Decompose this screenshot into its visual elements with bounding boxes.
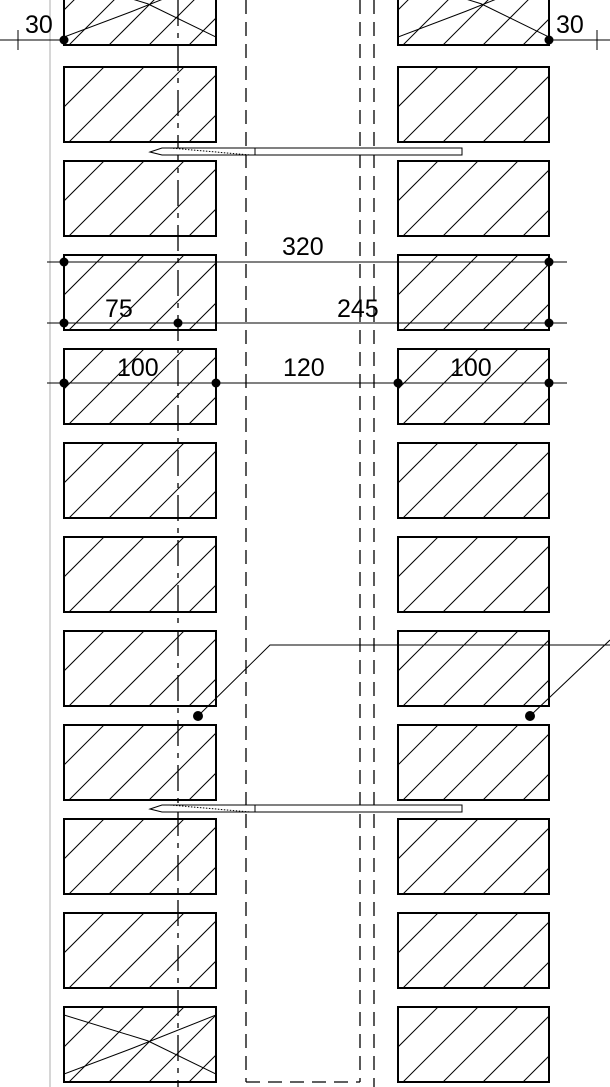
brick-hatching bbox=[64, 725, 216, 800]
left-brick bbox=[63, 818, 217, 895]
right-brick bbox=[397, 160, 550, 237]
wall-tie-upper bbox=[148, 147, 463, 156]
leader-dot-right bbox=[525, 711, 535, 721]
left-brick bbox=[63, 160, 217, 237]
left-brick-leaf bbox=[63, 0, 217, 1083]
dim-right-offset-label: 245 bbox=[337, 295, 379, 323]
dim-left-leaf-label: 100 bbox=[117, 354, 159, 382]
brick-hatching bbox=[64, 819, 216, 894]
brick-hatching bbox=[64, 161, 216, 236]
brick-hatching bbox=[64, 913, 216, 988]
dim-left-offset-label: 75 bbox=[105, 295, 133, 323]
dimension-leaves: 100 120 100 bbox=[47, 354, 567, 388]
left-brick bbox=[63, 630, 217, 707]
brick-hatching bbox=[398, 631, 549, 706]
right-brick bbox=[397, 536, 550, 613]
left-brick bbox=[63, 0, 217, 46]
right-brick bbox=[397, 66, 550, 143]
brick-hatching bbox=[64, 1007, 216, 1082]
brick-hatching bbox=[64, 537, 216, 612]
brick-hatching bbox=[64, 631, 216, 706]
right-brick-leaf bbox=[397, 0, 550, 1083]
right-brick bbox=[397, 254, 550, 331]
brick-hatching bbox=[398, 161, 549, 236]
brick-hatching bbox=[398, 819, 549, 894]
cut-brick-mark bbox=[64, 0, 216, 38]
brick-hatching bbox=[398, 725, 549, 800]
brick-hatching bbox=[398, 537, 549, 612]
brick-hatching bbox=[398, 443, 549, 518]
dimension-offsets: 75 245 bbox=[47, 295, 567, 328]
brick-hatching bbox=[398, 1007, 549, 1082]
brick-hatching bbox=[64, 255, 216, 330]
right-brick bbox=[397, 442, 550, 519]
right-brick bbox=[397, 0, 550, 46]
leader-dot-left bbox=[193, 711, 203, 721]
wall-tie-lower bbox=[148, 804, 463, 813]
top-edge-dimensions: 30 30 bbox=[0, 11, 610, 50]
dim-right-edge: 30 bbox=[556, 11, 584, 39]
brick-hatching bbox=[398, 913, 549, 988]
right-brick bbox=[397, 1006, 550, 1083]
cavity-dashed-lines bbox=[177, 0, 375, 1087]
dim-total-width-label: 320 bbox=[282, 233, 324, 261]
brick-hatching bbox=[398, 67, 549, 142]
left-brick bbox=[63, 724, 217, 801]
brick-hatching bbox=[64, 349, 216, 424]
left-brick bbox=[63, 442, 217, 519]
dimension-total-width: 320 bbox=[47, 233, 567, 267]
brick-hatching bbox=[398, 0, 549, 45]
leader-lines bbox=[193, 639, 610, 721]
left-brick bbox=[63, 66, 217, 143]
cut-brick-mark bbox=[398, 0, 549, 38]
left-brick bbox=[63, 254, 217, 331]
dim-right-leaf-label: 100 bbox=[450, 354, 492, 382]
left-brick bbox=[63, 1006, 217, 1083]
dim-cavity-label: 120 bbox=[283, 354, 325, 382]
brick-hatching bbox=[64, 67, 216, 142]
brick-hatching bbox=[398, 349, 549, 424]
leader-line-right bbox=[529, 639, 610, 717]
left-brick bbox=[63, 912, 217, 989]
dim-left-edge: 30 bbox=[25, 11, 53, 39]
left-brick bbox=[63, 536, 217, 613]
brick-hatching bbox=[398, 255, 549, 330]
right-brick bbox=[397, 912, 550, 989]
right-brick bbox=[397, 724, 550, 801]
cut-brick-mark bbox=[64, 1014, 216, 1075]
brick-hatching bbox=[64, 443, 216, 518]
right-brick bbox=[397, 630, 550, 707]
right-brick bbox=[397, 348, 550, 425]
leader-line-left bbox=[197, 644, 610, 717]
brick-hatching bbox=[64, 0, 216, 45]
right-brick bbox=[397, 818, 550, 895]
